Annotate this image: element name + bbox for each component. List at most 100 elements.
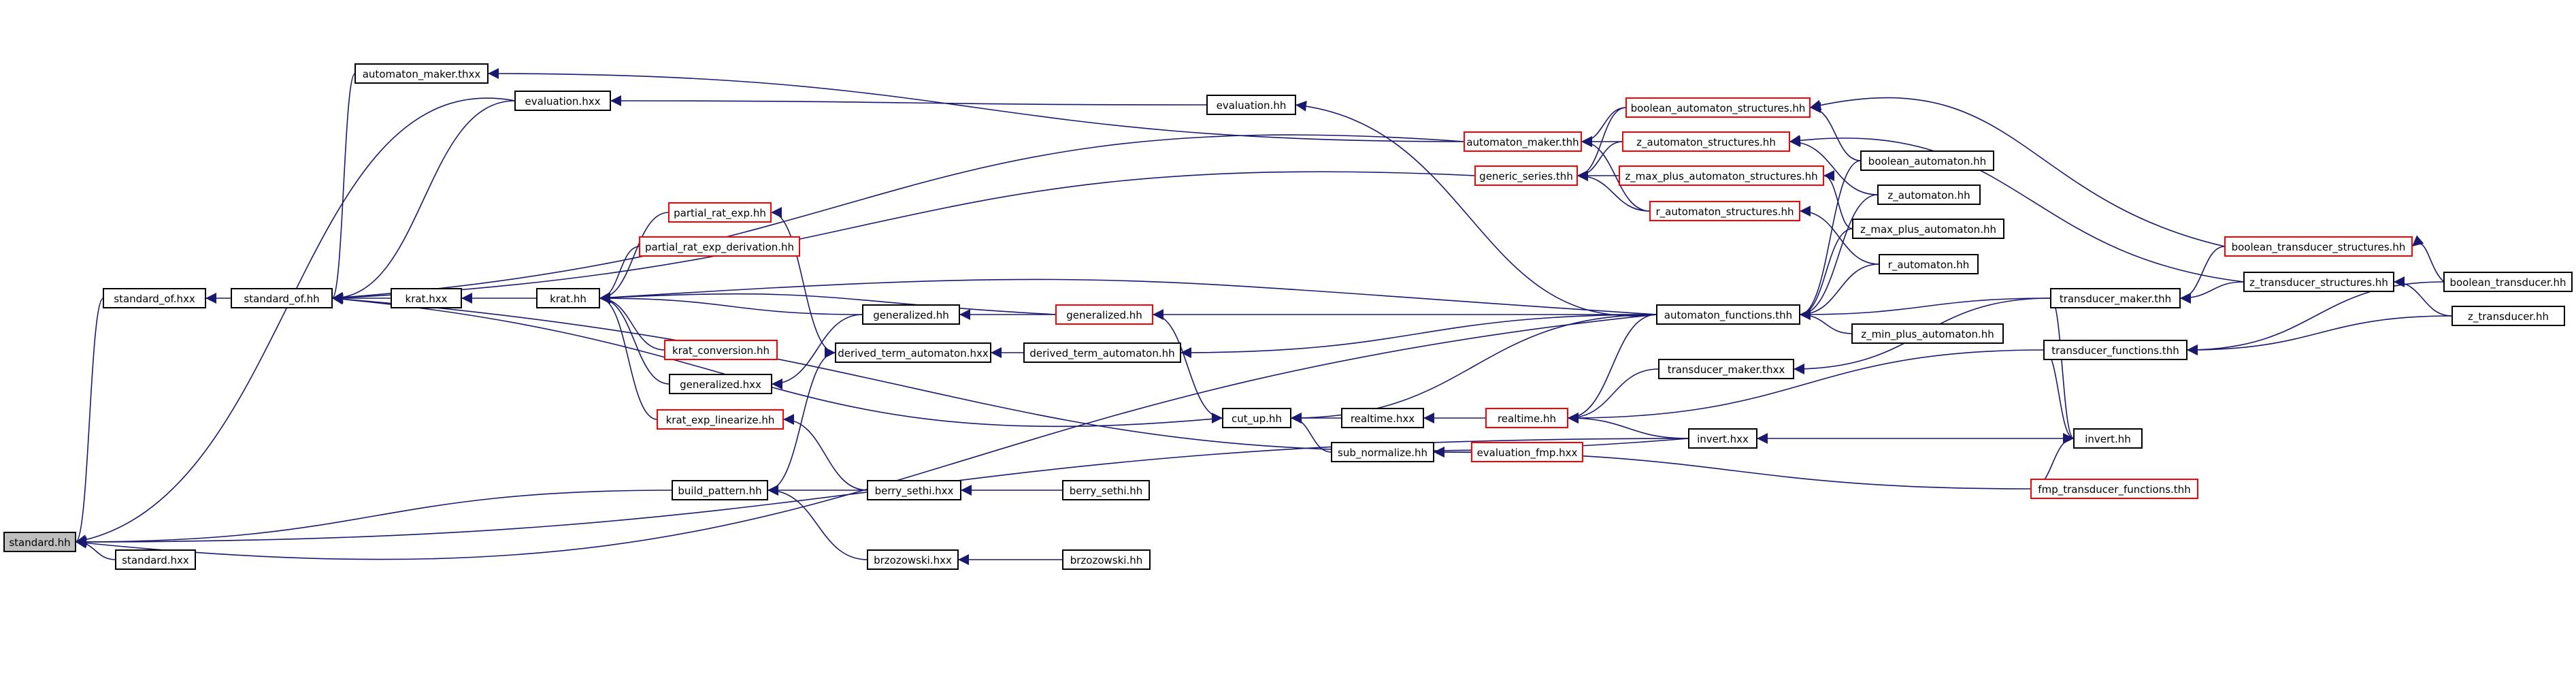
node-label: realtime.hxx	[1351, 413, 1415, 425]
edge-z_max_plus_automaton_hh-to-automaton_functions_thh	[1799, 228, 1853, 320]
node-box	[231, 288, 333, 308]
node-label: generic_series.thh	[1479, 170, 1573, 183]
edge-transducer_functions_thh-to-realtime_hh	[1567, 349, 2045, 423]
node-box	[1656, 304, 1800, 325]
node-box	[1658, 359, 1794, 379]
node-standard-of-hh[interactable]: standard_of.hh	[231, 288, 333, 308]
node-brzozowski-hh[interactable]: brzozowski.hh	[1062, 549, 1151, 570]
node-cut-up-hh[interactable]: cut_up.hh	[1222, 408, 1291, 428]
node-z-max-plus-automaton-structures-hh[interactable]: z_max_plus_automaton_structures.hh	[1619, 165, 1824, 186]
node-generalized-hh-r[interactable]: generalized.hh	[1055, 304, 1153, 325]
node-generalized-hxx[interactable]: generalized.hxx	[669, 374, 772, 394]
node-krat-exp-linearize-hh[interactable]: krat_exp_linearize.hh	[657, 409, 784, 430]
node-transducer-functions-thh[interactable]: transducer_functions.thh	[2043, 340, 2187, 360]
node-z-transducer-hh[interactable]: z_transducer.hh	[2451, 306, 2565, 326]
node-label: automaton_functions.thh	[1664, 309, 1792, 322]
node-invert-hxx[interactable]: invert.hxx	[1688, 428, 1757, 449]
node-evaluation-fmp-hxx[interactable]: evaluation_fmp.hxx	[1471, 442, 1583, 462]
edge-z_transducer_hh-to-transducer_functions_thh	[2186, 315, 2453, 355]
node-box	[1055, 304, 1153, 325]
node-box	[1062, 480, 1150, 500]
node-generalized-hh-b[interactable]: generalized.hh	[862, 304, 960, 325]
node-generic-series-thh[interactable]: generic_series.thh	[1474, 165, 1578, 186]
node-standard-hxx[interactable]: standard.hxx	[115, 549, 196, 570]
node-boolean-transducer-hh[interactable]: boolean_transducer.hh	[2443, 272, 2573, 292]
node-box	[1625, 97, 1811, 118]
edge-generalized_hh_b-to-generalized_hxx	[771, 314, 863, 389]
edge-z_automaton_hh-to-automaton_functions_thh	[1799, 194, 1879, 320]
node-box	[1622, 131, 1790, 152]
node-r-automaton-structures-hh[interactable]: r_automaton_structures.hh	[1649, 201, 1800, 221]
node-r-automaton-hh[interactable]: r_automaton.hh	[1879, 254, 1979, 274]
node-automaton-maker-thh[interactable]: automaton_maker.thh	[1464, 131, 1582, 152]
edge-derived_term_automaton_hxx-to-partial_rat_exp_hh	[770, 207, 836, 353]
node-label: boolean_automaton_structures.hh	[1631, 102, 1806, 115]
node-automaton-functions-thh[interactable]: automaton_functions.thh	[1656, 304, 1800, 325]
edge-boolean_transducer_hh-to-transducer_functions_thh	[2186, 281, 2445, 355]
edge-generalized_hh_r-to-cut_up_hh	[1152, 314, 1223, 423]
edge-boolean_automaton_hh-to-boolean_automaton_structures_hh	[1809, 102, 1862, 161]
node-box	[1474, 165, 1578, 186]
node-standard-of-hxx[interactable]: standard_of.hxx	[103, 288, 206, 308]
node-z-transducer-structures-hh[interactable]: z_transducer_structures.hh	[2243, 272, 2394, 292]
node-box	[664, 340, 778, 360]
edge-standard_of_hxx-to-standard_hh	[75, 298, 104, 547]
node-boolean-automaton-structures-hh[interactable]: boolean_automaton_structures.hh	[1625, 97, 1811, 118]
node-krat-conversion-hh[interactable]: krat_conversion.hh	[664, 340, 778, 360]
edge-z_transducer_structures_hh-to-transducer_maker_thh	[2179, 281, 2245, 304]
node-box	[668, 202, 772, 223]
node-label: r_automaton.hh	[1888, 259, 1970, 272]
node-fmp-transducer-functions-thh[interactable]: fmp_transducer_functions.thh	[2030, 479, 2198, 499]
edge-z_transducer_structures_hh-to-z_automaton_structures_hh	[1789, 135, 2245, 283]
node-derived-term-automaton-hxx[interactable]: derived_term_automaton.hxx	[835, 342, 991, 363]
node-label: transducer_maker.thh	[2060, 293, 2171, 306]
node-label: partial_rat_exp.hh	[674, 207, 766, 220]
node-label: derived_term_automaton.hh	[1029, 347, 1174, 360]
node-krat-hxx[interactable]: krat.hxx	[391, 288, 462, 308]
node-boolean-transducer-structures-hh[interactable]: boolean_transducer_structures.hh	[2224, 236, 2413, 257]
edge-build_pattern_hh-to-standard_hh	[75, 490, 673, 547]
node-standard-hh[interactable]: standard.hh	[3, 532, 76, 552]
node-box	[115, 549, 196, 570]
node-partial-rat-exp-derivation-hh[interactable]: partial_rat_exp_derivation.hh	[639, 236, 800, 257]
node-label: berry_sethi.hh	[1070, 485, 1143, 498]
node-label: fmp_transducer_functions.thh	[2038, 483, 2190, 496]
node-box	[1062, 549, 1151, 570]
node-evaluation-hxx[interactable]: evaluation.hxx	[514, 91, 611, 111]
node-label: automaton_maker.thxx	[363, 68, 481, 81]
node-z-min-plus-automaton-hh[interactable]: z_min_plus_automaton.hh	[1851, 323, 2004, 344]
node-transducer-maker-thh[interactable]: transducer_maker.thh	[2050, 288, 2181, 308]
node-label: evaluation_fmp.hxx	[1477, 447, 1578, 460]
node-label: brzozowski.hxx	[874, 554, 952, 566]
edge-standard_hxx-to-standard_hh	[75, 536, 116, 560]
node-invert-hh[interactable]: invert.hh	[2073, 428, 2143, 449]
node-brzozowski-hxx[interactable]: brzozowski.hxx	[867, 549, 959, 570]
node-realtime-hh[interactable]: realtime.hh	[1485, 408, 1568, 428]
node-automaton-maker-thxx[interactable]: automaton_maker.thxx	[354, 63, 489, 84]
node-realtime-hxx[interactable]: realtime.hxx	[1341, 408, 1424, 428]
node-label: r_automaton_structures.hh	[1656, 206, 1794, 219]
node-derived-term-automaton-hh[interactable]: derived_term_automaton.hh	[1023, 342, 1181, 363]
node-build-pattern-hh[interactable]: build_pattern.hh	[672, 480, 768, 500]
node-label: generalized.hh	[873, 309, 949, 321]
node-box	[1331, 442, 1434, 462]
node-label: automaton_maker.thh	[1466, 136, 1579, 149]
node-partial-rat-exp-hh[interactable]: partial_rat_exp.hh	[668, 202, 772, 223]
node-krat-hh[interactable]: krat.hh	[536, 288, 600, 308]
node-box	[1879, 254, 1979, 274]
node-label: z_max_plus_automaton.hh	[1860, 223, 1996, 236]
node-label: standard_of.hh	[244, 293, 319, 306]
node-label: z_automaton_structures.hh	[1636, 136, 1776, 149]
node-label: evaluation.hh	[1217, 99, 1287, 112]
node-berry-sethi-hh[interactable]: berry_sethi.hh	[1062, 480, 1150, 500]
node-boolean-automaton-hh[interactable]: boolean_automaton.hh	[1860, 150, 1994, 171]
node-z-max-plus-automaton-hh[interactable]: z_max_plus_automaton.hh	[1852, 219, 2004, 239]
edge-invert_hxx-to-standard_of_hh	[331, 293, 1689, 451]
node-sub-normalize-hh[interactable]: sub_normalize.hh	[1331, 442, 1434, 462]
node-transducer-maker-thxx[interactable]: transducer_maker.thxx	[1658, 359, 1794, 379]
node-evaluation-hh[interactable]: evaluation.hh	[1206, 95, 1296, 115]
node-z-automaton-structures-hh[interactable]: z_automaton_structures.hh	[1622, 131, 1790, 152]
node-z-automaton-hh[interactable]: z_automaton.hh	[1877, 185, 1981, 205]
node-box	[2224, 236, 2413, 257]
node-berry-sethi-hxx[interactable]: berry_sethi.hxx	[867, 480, 961, 500]
